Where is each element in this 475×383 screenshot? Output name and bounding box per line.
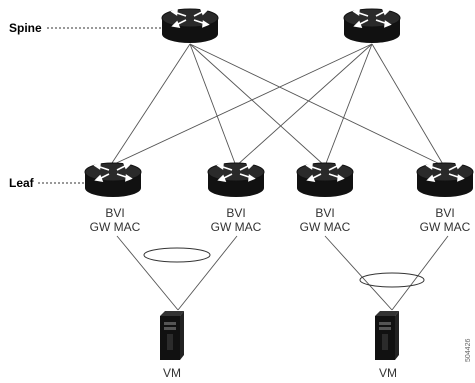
leaf-tier-label: Leaf [9, 176, 35, 190]
leaf-1-bvi-label: BVI [105, 206, 124, 220]
leaf-switch-4: BVI GW MAC [416, 162, 474, 234]
server-icon [375, 311, 399, 360]
leaf-2-bvi-label: BVI [226, 206, 245, 220]
host-vm-2: VM [375, 311, 399, 380]
router-icon [416, 162, 474, 198]
leaf-4-gw-mac-label: GW MAC [420, 220, 471, 234]
vm-2-label: VM [379, 366, 397, 380]
link-spine2-leaf1 [109, 43, 373, 167]
leaf-switch-3: BVI GW MAC [296, 162, 354, 234]
leaf-3-gw-mac-label: GW MAC [300, 220, 351, 234]
router-icon [161, 8, 219, 44]
link-spine2-leaf4 [371, 43, 445, 167]
leaf-4-bvi-label: BVI [435, 206, 454, 220]
spine-leaf-links [109, 43, 445, 167]
port-channel-ellipse-2 [359, 272, 425, 288]
server-icon [160, 311, 184, 360]
router-icon [207, 162, 265, 198]
leaf-switch-1: BVI GW MAC [84, 162, 142, 234]
router-icon [343, 8, 401, 44]
leaf-3-bvi-label: BVI [315, 206, 334, 220]
leaf-1-gw-mac-label: GW MAC [90, 220, 141, 234]
link-leaf3-vm2 [324, 235, 393, 311]
link-spine2-leaf3 [324, 43, 373, 167]
leaf-switch-2: BVI GW MAC [207, 162, 265, 234]
router-icon [84, 162, 142, 198]
link-spine2-leaf2 [235, 43, 373, 167]
link-spine1-leaf4 [189, 43, 445, 167]
link-spine1-leaf2 [189, 43, 237, 167]
spine-switch-1 [161, 8, 219, 44]
host-vm-1: VM [160, 311, 184, 380]
link-leaf2-vm1 [177, 235, 238, 311]
link-leaf4-vm2 [391, 235, 449, 311]
leaf-2-gw-mac-label: GW MAC [211, 220, 262, 234]
link-leaf1-vm1 [116, 235, 179, 311]
vm-1-label: VM [163, 366, 181, 380]
port-channel-ellipse-1 [143, 247, 211, 263]
figure-id: 504426 [465, 339, 472, 362]
link-spine1-leaf1 [109, 43, 191, 167]
spine-tier-label: Spine [9, 21, 42, 35]
leaf-host-links [116, 235, 449, 311]
router-icon [296, 162, 354, 198]
spine-switch-2 [343, 8, 401, 44]
link-spine1-leaf3 [189, 43, 326, 167]
